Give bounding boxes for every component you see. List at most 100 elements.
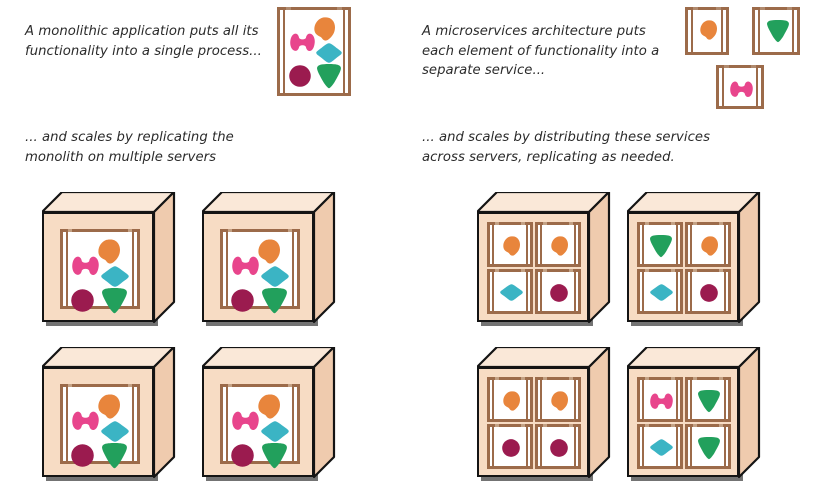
- frame-rail-left: [690, 272, 692, 311]
- frame-nub-icon: [719, 222, 723, 225]
- frame-nub-icon: [787, 6, 792, 10]
- server-side-face: [737, 347, 761, 479]
- frame-nub-icon: [228, 384, 232, 387]
- server-front-face: [42, 367, 154, 477]
- frame-nub-icon: [716, 6, 721, 10]
- frame-nub-icon: [128, 229, 132, 232]
- frame-rail-right: [724, 427, 726, 466]
- shape-maroon: [231, 289, 254, 312]
- shape-cyan: [101, 421, 129, 442]
- server-front-face: [477, 367, 589, 477]
- shape-pink: [232, 256, 259, 276]
- shape-green: [262, 288, 287, 314]
- frame-nub-icon: [569, 424, 573, 427]
- shape-pink: [290, 33, 315, 52]
- frame-rail-right: [526, 380, 528, 419]
- monolith-bottom-caption: ... and scales by replicating the monoli…: [25, 130, 234, 165]
- server-window-pane: [60, 229, 140, 314]
- frame-nub-icon: [521, 269, 525, 272]
- frame-nub-icon: [671, 377, 675, 380]
- monolith-process-box: [277, 6, 351, 96]
- shape-green: [102, 443, 127, 469]
- frame-nub-icon: [495, 377, 499, 380]
- microservice-box-orange: [685, 6, 729, 55]
- server-window-pane: [685, 424, 731, 469]
- server-window-pane: [535, 424, 581, 469]
- server-window-pane: [535, 377, 581, 422]
- monolith-server: [42, 347, 176, 481]
- shape-maroon: [71, 289, 94, 312]
- shape-green: [262, 443, 287, 469]
- shape-pink: [232, 411, 259, 431]
- frame-nub-icon: [495, 269, 499, 272]
- frame-rail-left: [540, 380, 542, 419]
- frame-nub-icon: [543, 377, 547, 380]
- shape-orange: [503, 236, 520, 256]
- server-side-face: [587, 192, 611, 324]
- shape-maroon: [71, 444, 94, 467]
- shape-maroon: [550, 439, 568, 457]
- server-window-pane: [637, 222, 683, 267]
- server-window-pane: [60, 384, 140, 469]
- server-window-pane: [685, 222, 731, 267]
- shape-orange: [98, 394, 120, 419]
- frame-rail-right: [792, 10, 794, 52]
- frame-rail-left: [492, 380, 494, 419]
- frame-nub-icon: [521, 424, 525, 427]
- shape-maroon: [550, 284, 568, 302]
- shape-maroon: [700, 284, 718, 302]
- frame-nub-icon: [719, 377, 723, 380]
- shape-maroon: [289, 65, 311, 87]
- frame-nub-icon: [760, 6, 765, 10]
- shape-orange: [700, 20, 717, 40]
- monolith-server: [202, 192, 336, 326]
- frame-rail-right: [676, 272, 678, 311]
- frame-rail-right: [756, 68, 758, 106]
- frame-rail-left: [492, 427, 494, 466]
- frame-rail-left: [492, 225, 494, 264]
- frame-nub-icon: [68, 229, 72, 232]
- shape-cyan: [500, 284, 523, 301]
- server-window-pane: [487, 377, 533, 422]
- server-side-face: [152, 192, 176, 324]
- shape-orange: [551, 236, 568, 256]
- shape-green: [317, 64, 341, 89]
- frame-nub-icon: [645, 424, 649, 427]
- shape-orange: [314, 17, 335, 41]
- frame-rail-left: [66, 232, 68, 306]
- frame-rail-right: [676, 380, 678, 419]
- shape-green: [767, 20, 789, 43]
- frame-nub-icon: [671, 424, 675, 427]
- monolith-server: [202, 347, 336, 481]
- frame-nub-icon: [569, 377, 573, 380]
- frame-rail-left: [690, 427, 692, 466]
- frame-rail-left: [690, 225, 692, 264]
- frame-nub-icon: [495, 424, 499, 427]
- shape-maroon: [231, 444, 254, 467]
- monolith-top-caption: A monolithic application puts all its fu…: [25, 24, 262, 59]
- server-window-pane: [220, 229, 300, 314]
- frame-nub-icon: [693, 424, 697, 427]
- frame-nub-icon: [671, 269, 675, 272]
- frame-nub-icon: [128, 384, 132, 387]
- frame-rail-right: [292, 232, 294, 306]
- frame-rail-right: [676, 225, 678, 264]
- server-window-pane: [685, 377, 731, 422]
- shape-orange: [98, 239, 120, 264]
- frame-rail-right: [526, 427, 528, 466]
- server-window-pane: [637, 424, 683, 469]
- frame-nub-icon: [751, 64, 756, 68]
- frame-rail-right: [724, 380, 726, 419]
- frame-rail-right: [724, 225, 726, 264]
- server-window-pane: [685, 269, 731, 314]
- shape-green: [698, 390, 720, 413]
- frame-rail-right: [724, 272, 726, 311]
- microservice-box-green: [752, 6, 800, 55]
- microservice-server: [477, 192, 611, 326]
- server-front-face: [202, 367, 314, 477]
- shape-orange: [503, 391, 520, 411]
- frame-nub-icon: [288, 229, 292, 232]
- server-window-pane: [220, 384, 300, 469]
- frame-nub-icon: [569, 269, 573, 272]
- frame-rail-left: [642, 380, 644, 419]
